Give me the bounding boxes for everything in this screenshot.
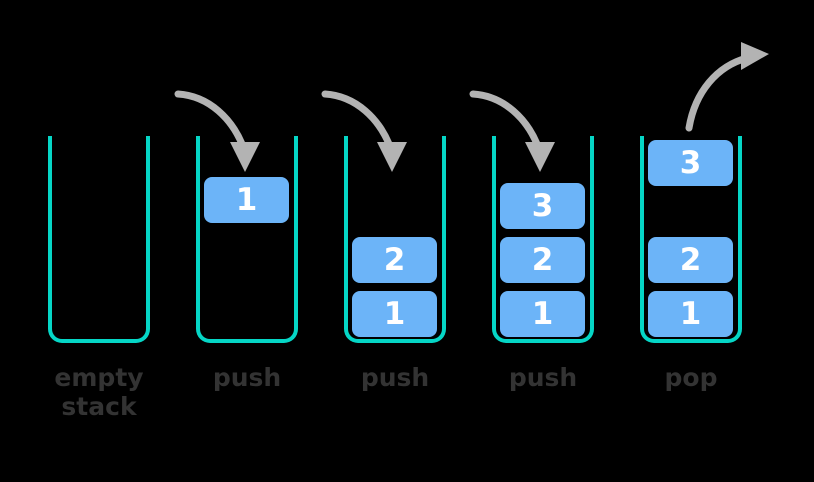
column-label-pop-3: pop [664,363,718,392]
stack-box: 2 [500,237,585,283]
stack-box-value: 3 [679,144,702,181]
stack-box-value: 1 [235,181,258,218]
pop-arrow-icon [685,42,769,132]
push-arrow-icon [469,90,555,172]
stack-box-value: 2 [679,241,702,278]
stack-box-value: 1 [531,295,554,332]
stack-container [492,136,594,343]
column-label-push-2: push [360,363,430,392]
stack-box: 1 [352,291,437,337]
stack-box-value: 3 [531,187,554,224]
stack-box-value: 1 [383,295,406,332]
stack-box-value: 2 [383,241,406,278]
stack-box: 2 [648,237,733,283]
stack-container [344,136,446,343]
stack-box: 3 [648,140,733,186]
stack-container [48,136,150,343]
stack-box: 3 [500,183,585,229]
stack-box-value: 1 [679,295,702,332]
stack-box-value: 2 [531,241,554,278]
stack-box: 1 [648,291,733,337]
stack-box: 1 [500,291,585,337]
stack-container [196,136,298,343]
stack-box: 2 [352,237,437,283]
column-label-empty-stack: empty stack [54,363,144,421]
column-label-push-1: push [212,363,282,392]
push-arrow-icon [174,90,260,172]
stack-box: 1 [204,177,289,223]
push-arrow-icon [321,90,407,172]
column-label-push-3: push [508,363,578,392]
stack-container [640,136,742,343]
